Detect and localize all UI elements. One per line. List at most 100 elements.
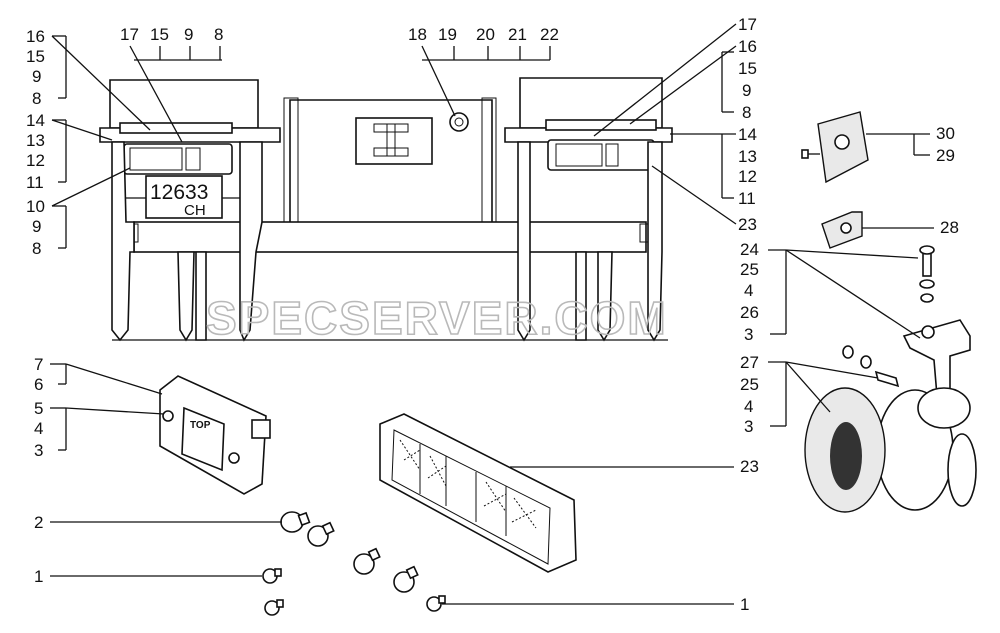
callout-16r: 16 bbox=[738, 37, 757, 56]
callout-10: 10 bbox=[26, 197, 45, 216]
tail-lamp-lens-divisions bbox=[419, 444, 507, 536]
callout-15: 15 bbox=[26, 47, 45, 66]
horn-bracket-hole bbox=[921, 325, 935, 339]
watermark-text: SPECSERVER.COM bbox=[206, 292, 668, 344]
frame-leg-1 bbox=[111, 141, 135, 342]
bulb-small-1 bbox=[262, 568, 282, 584]
horn-screw bbox=[874, 370, 900, 388]
callouts-top-right: 17 16 15 9 8 14 13 12 11 23 bbox=[593, 15, 757, 234]
callout-12: 12 bbox=[26, 151, 45, 170]
callout-8c: 8 bbox=[214, 25, 223, 44]
callout-9: 9 bbox=[32, 67, 41, 86]
bulb-large-1 bbox=[280, 511, 311, 533]
frame-leg-2 bbox=[177, 251, 195, 342]
callout-4b: 4 bbox=[744, 397, 753, 416]
callout-1-left: 1 bbox=[34, 567, 43, 586]
callout-25: 25 bbox=[740, 260, 759, 279]
marker-lamp-screw-1 bbox=[162, 410, 174, 422]
callout-25b: 25 bbox=[740, 375, 759, 394]
callout-21: 21 bbox=[508, 25, 527, 44]
tail-lamp-lens bbox=[391, 429, 551, 565]
frame-leg-4 bbox=[239, 141, 263, 342]
socket-inner bbox=[454, 117, 464, 127]
plate-letters: CH bbox=[184, 202, 206, 219]
callout-3b: 3 bbox=[744, 417, 753, 436]
horn-assembly: 24 25 4 26 3 27 25 4 3 bbox=[740, 240, 977, 513]
callout-23r: 23 bbox=[738, 215, 757, 234]
callout-22: 22 bbox=[540, 25, 559, 44]
callout-4c: 4 bbox=[34, 419, 43, 438]
callout-15b: 15 bbox=[150, 25, 169, 44]
tail-lamp-lens-pattern bbox=[399, 439, 537, 529]
callout-17: 17 bbox=[120, 25, 139, 44]
callout-8: 8 bbox=[32, 89, 41, 108]
bulb-large-2 bbox=[307, 521, 335, 547]
bumper-bar bbox=[133, 221, 647, 253]
bracket-hole-30 bbox=[834, 134, 850, 150]
right-lamp-lens-b bbox=[605, 143, 619, 167]
left-lamp-lens-b bbox=[185, 147, 201, 171]
callouts-top-mid: 18 19 20 21 22 bbox=[408, 25, 559, 117]
callout-19: 19 bbox=[438, 25, 457, 44]
callout-8b: 8 bbox=[32, 239, 41, 258]
callout-28: 28 bbox=[940, 218, 959, 237]
callout-3: 3 bbox=[744, 325, 753, 344]
horn-mount-disc bbox=[917, 387, 971, 429]
callout-29: 29 bbox=[936, 146, 955, 165]
frame-leg-7 bbox=[597, 251, 613, 342]
bulb-large-3 bbox=[353, 547, 381, 575]
callout-13r: 13 bbox=[738, 147, 757, 166]
callout-9b: 9 bbox=[32, 217, 41, 236]
callout-23-taillamp: 23 bbox=[740, 457, 759, 476]
bracket-parts: 30 29 28 bbox=[801, 111, 959, 249]
marker-lamp-screw-2 bbox=[228, 452, 240, 464]
callout-24: 24 bbox=[740, 240, 759, 259]
frame-leg-3 bbox=[195, 251, 207, 341]
left-lamp-lens-a bbox=[129, 147, 183, 171]
horn-bracket bbox=[902, 319, 971, 410]
callout-8r: 8 bbox=[742, 103, 751, 122]
frame-leg-8 bbox=[647, 141, 663, 342]
marker-lamp: TOP 7 6 5 4 3 bbox=[34, 355, 271, 495]
callout-20: 20 bbox=[476, 25, 495, 44]
callout-3c: 3 bbox=[34, 441, 43, 460]
right-top-strip bbox=[545, 119, 657, 131]
callout-17r: 17 bbox=[738, 15, 757, 34]
callout-5: 5 bbox=[34, 399, 43, 418]
bulb-small-3 bbox=[426, 595, 446, 612]
horn-nut bbox=[842, 345, 854, 359]
callout-18: 18 bbox=[408, 25, 427, 44]
hinge-plate bbox=[355, 117, 433, 165]
licence-plate bbox=[145, 175, 223, 219]
rear-frame-assembly: 12633 CH bbox=[99, 77, 673, 342]
bulbs: 2 1 1 bbox=[34, 511, 749, 616]
horn-lockwasher bbox=[860, 355, 872, 369]
bulb-large-4 bbox=[393, 565, 419, 593]
tail-lamp: 23 bbox=[379, 413, 759, 573]
callout-11: 11 bbox=[26, 173, 44, 192]
callout-11r: 11 bbox=[738, 189, 756, 208]
callout-13: 13 bbox=[26, 131, 45, 150]
callout-30: 30 bbox=[936, 124, 955, 143]
callout-14r: 14 bbox=[738, 125, 757, 144]
callout-7: 7 bbox=[34, 355, 43, 374]
bulb-small-2 bbox=[264, 599, 284, 616]
callout-16: 16 bbox=[26, 27, 45, 46]
horn-bolt-head bbox=[919, 245, 935, 255]
plate-number: 12633 bbox=[150, 181, 208, 204]
marker-lamp-plug bbox=[251, 419, 271, 439]
callout-4: 4 bbox=[744, 281, 753, 300]
horn-washer-2 bbox=[920, 293, 934, 303]
callout-1-right: 1 bbox=[740, 595, 749, 614]
horn-rear-cap bbox=[947, 433, 977, 507]
bracket-bolt-30 bbox=[801, 149, 809, 159]
right-lamp-lens-a bbox=[555, 143, 603, 167]
marker-lamp-lens bbox=[181, 406, 225, 472]
marker-lamp-label: TOP bbox=[190, 420, 211, 431]
electric-socket bbox=[449, 112, 469, 132]
callout-6: 6 bbox=[34, 375, 43, 394]
callout-12r: 12 bbox=[738, 167, 757, 186]
callout-15r: 15 bbox=[738, 59, 757, 78]
